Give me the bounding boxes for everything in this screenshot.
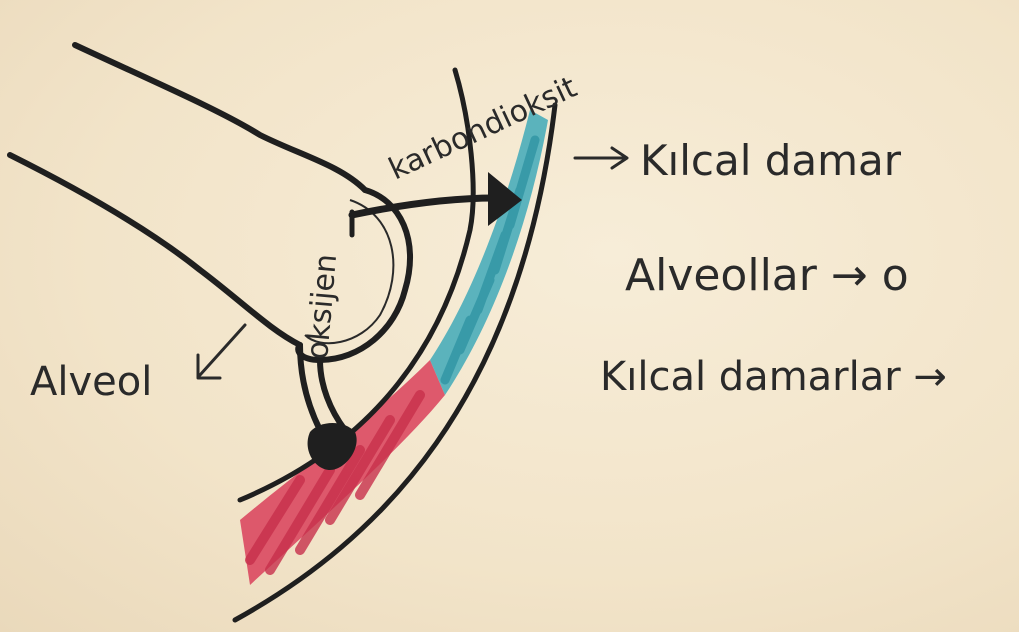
bronchiole-lower-wall: [10, 155, 300, 345]
capillaries-explanation: Kılcal damarlar →: [600, 354, 947, 400]
alveoli-explanation: Alveollar → o: [625, 250, 909, 301]
oxygen-label: oksijen: [300, 253, 344, 361]
capillary-label-arrow: [575, 148, 627, 168]
alveol-pointer-arrow: [198, 325, 245, 378]
bronchiole-upper-wall: [75, 45, 365, 190]
alveolus-stem-right: [320, 360, 345, 430]
capillary-label: Kılcal damar: [640, 136, 902, 185]
alveol-label: Alveol: [30, 359, 152, 405]
